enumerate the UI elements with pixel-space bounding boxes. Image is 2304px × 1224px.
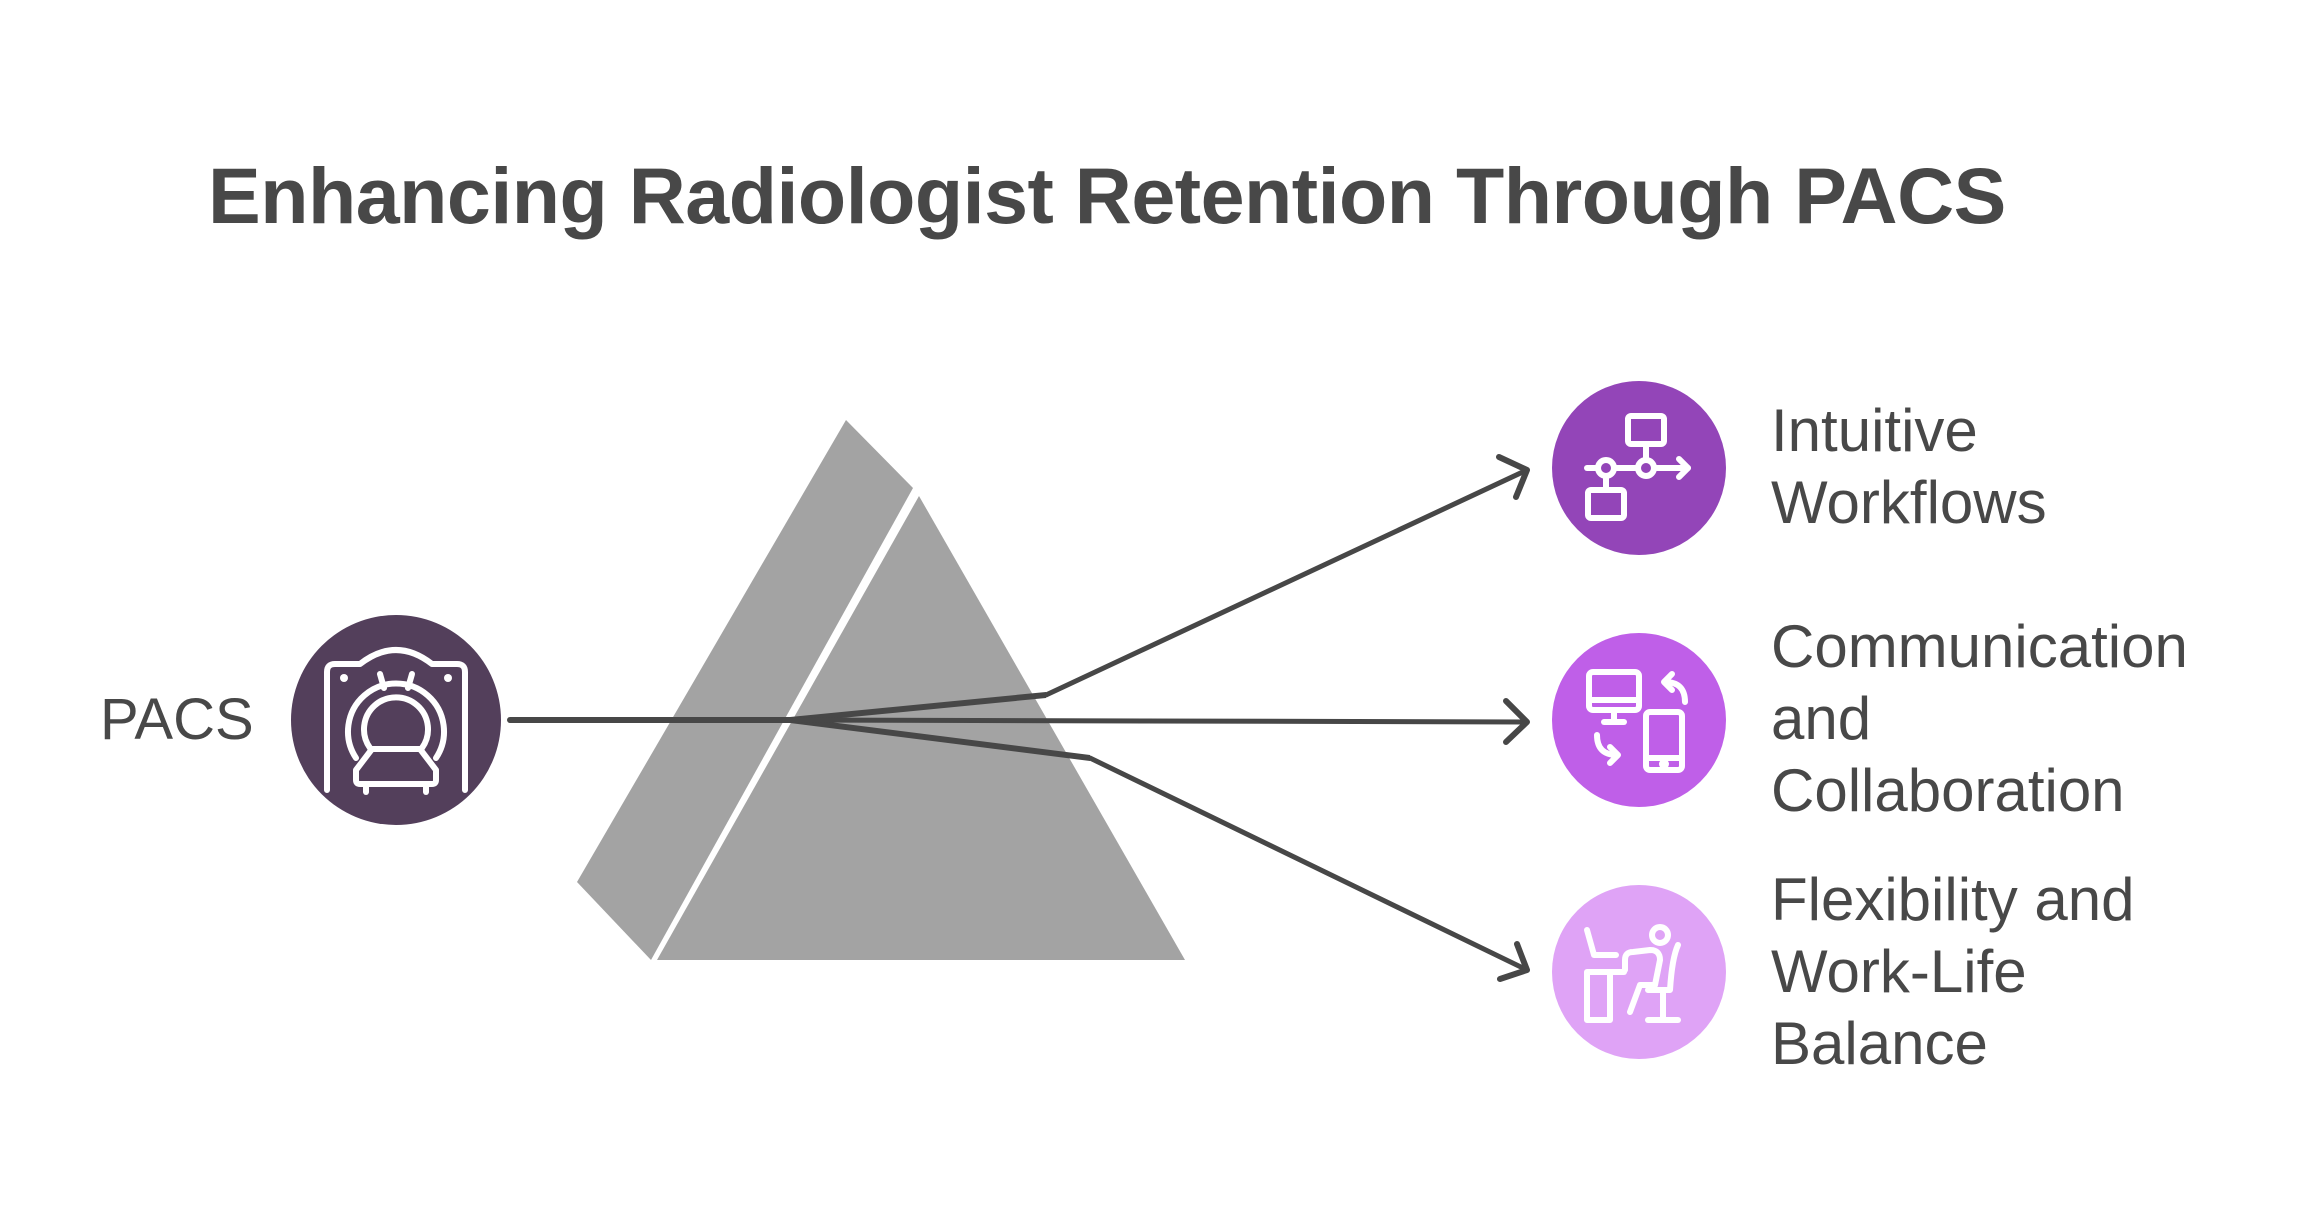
output-node-flexibility	[1552, 885, 1726, 1059]
output-label-communication: Communication and Collaboration	[1771, 611, 2188, 827]
label-line: Collaboration	[1771, 757, 2125, 824]
output-label-flexibility: Flexibility and Work-Life Balance	[1771, 864, 2135, 1080]
ray-to-communication	[787, 717, 1530, 725]
page-title: Enhancing Radiologist Retention Through …	[208, 151, 2006, 240]
label-line: Communication	[1771, 613, 2188, 680]
pacs-circle	[291, 615, 501, 825]
output-label-workflows: Intuitive Workflows	[1771, 395, 2047, 539]
prism-back-face	[577, 420, 913, 960]
ray-fan-lower	[790, 717, 1090, 761]
ray-fan	[790, 692, 1046, 723]
output-node-communication	[1552, 633, 1726, 807]
output-node-workflows	[1552, 381, 1726, 555]
label-line: Balance	[1771, 1010, 1988, 1077]
light-rays	[507, 454, 1530, 982]
communication-circle	[1552, 633, 1726, 807]
mri-scanner-icon	[324, 647, 468, 795]
label-line: Work-Life	[1771, 938, 2027, 1005]
ray-to-workflows	[1043, 467, 1530, 698]
devices-sync-icon	[1586, 669, 1688, 773]
prism-front-face	[657, 496, 1185, 960]
arrowhead-communication	[1503, 698, 1530, 745]
label-line: and	[1771, 685, 1872, 752]
flexibility-circle	[1552, 885, 1726, 1059]
label-line: Flexibility and	[1771, 866, 2135, 933]
person-at-desk-icon	[1584, 924, 1681, 1023]
pacs-label: PACS	[100, 687, 254, 752]
ray-to-flexibility	[1087, 755, 1530, 973]
arrowhead-flexibility	[1497, 941, 1530, 982]
pacs-node	[291, 615, 501, 825]
label-line: Intuitive	[1771, 397, 1978, 464]
workflow-diagram-icon	[1584, 413, 1691, 521]
label-line: Workflows	[1771, 469, 2047, 536]
arrowhead-workflows	[1496, 454, 1530, 500]
